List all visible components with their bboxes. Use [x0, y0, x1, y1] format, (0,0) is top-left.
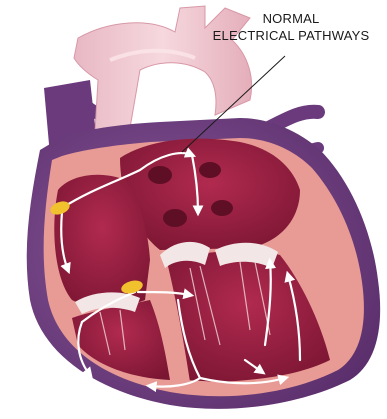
left-atrium	[120, 139, 300, 250]
callout-line-2: ELECTRICAL PATHWAYS	[198, 27, 384, 44]
callout-line-1: NORMAL	[198, 10, 384, 27]
callout-label: NORMAL ELECTRICAL PATHWAYS	[198, 10, 384, 44]
